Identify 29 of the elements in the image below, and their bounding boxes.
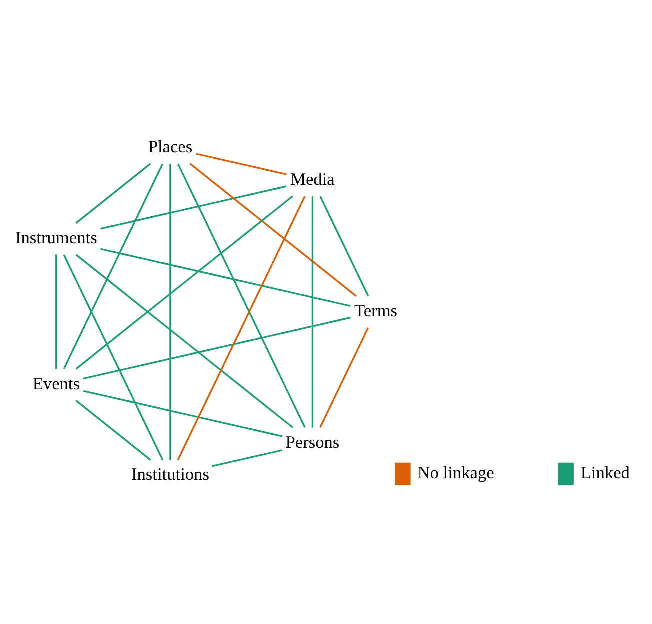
connector <box>190 163 357 297</box>
connector <box>75 163 152 224</box>
connector <box>76 254 294 428</box>
connector <box>212 450 282 468</box>
connector <box>320 328 370 428</box>
connector <box>320 196 370 297</box>
legend-label: Linked <box>580 464 630 483</box>
node-text: Media <box>290 170 335 189</box>
node-text: Terms <box>354 301 398 320</box>
connector <box>177 196 306 460</box>
node-text: Instruments <box>16 228 98 248</box>
connector <box>312 196 314 428</box>
connector <box>76 196 294 370</box>
connector <box>63 164 164 370</box>
node-text: Persons <box>286 432 340 452</box>
legend-label: No linkage <box>418 464 494 483</box>
node-text: Places <box>148 137 193 156</box>
connector <box>56 254 58 370</box>
node-text: Institutions <box>131 465 210 484</box>
connector <box>83 316 351 380</box>
connector <box>75 400 152 461</box>
connector <box>177 164 306 428</box>
node-text: Events <box>32 374 80 394</box>
connector <box>100 186 287 230</box>
connector <box>100 248 351 308</box>
connector <box>63 254 164 460</box>
connector <box>170 164 172 460</box>
connector <box>83 390 282 438</box>
connector <box>196 153 287 176</box>
